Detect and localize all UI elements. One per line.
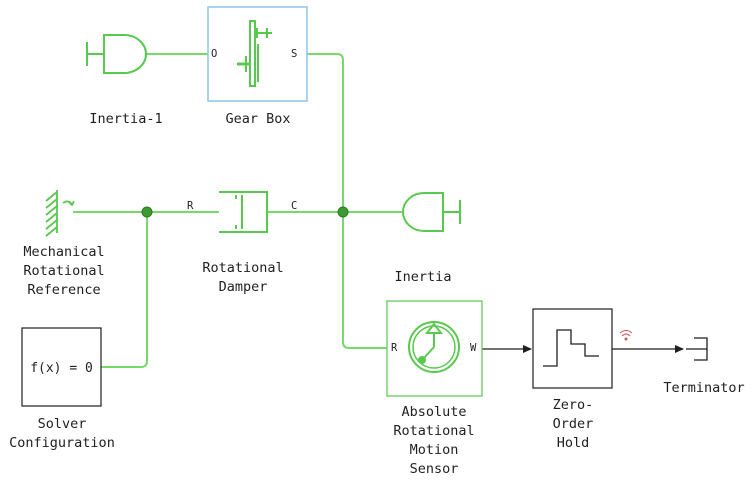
damper-port-c: C <box>291 200 298 212</box>
solver-frame <box>21 327 102 407</box>
mechanical-reference-block[interactable] <box>45 190 75 237</box>
junction-node-left <box>141 206 153 218</box>
sensor-label: Absolute Rotational Motion Sensor <box>393 404 475 477</box>
zoh-frame <box>532 308 613 389</box>
sensor-port-w: W <box>470 342 477 354</box>
sensor-frame <box>386 300 483 397</box>
damper-block[interactable] <box>219 191 268 233</box>
solver-configuration-block[interactable]: f(x) = 0 <box>21 327 102 407</box>
solver-label: Solver Configuration <box>9 416 115 451</box>
motion-sensor-icon <box>408 321 460 373</box>
sample-time-icon <box>619 330 633 341</box>
inertia-icon <box>402 192 461 232</box>
ground-reference-icon <box>45 190 75 237</box>
inertia1-label: Inertia-1 <box>89 111 163 127</box>
connection-solver-node[interactable] <box>101 212 148 368</box>
inertia-block[interactable] <box>402 192 461 232</box>
zero-order-hold-block[interactable] <box>532 308 633 389</box>
damper-label: Rotational Damper <box>202 260 284 295</box>
terminator-icon <box>686 337 708 361</box>
damper-icon <box>219 191 268 233</box>
solver-equation: f(x) = 0 <box>30 361 93 376</box>
damper-port-r: R <box>187 200 194 212</box>
gearbox-port-o: O <box>211 48 218 60</box>
gearbox-block[interactable] <box>207 6 308 102</box>
inertia-icon <box>86 34 147 74</box>
zoh-label: Zero- Order Hold <box>552 397 594 451</box>
connection-node-sensor[interactable] <box>342 212 387 349</box>
mechanical-reference-label: Mechanical Rotational Reference <box>23 244 105 298</box>
sensor-port-r: R <box>391 342 398 354</box>
inertia1-block[interactable] <box>86 34 147 74</box>
motion-sensor-block[interactable] <box>386 300 483 397</box>
gearbox-icon <box>237 20 272 87</box>
connection-gearbox-node[interactable] <box>307 53 344 212</box>
terminator-label: Terminator <box>663 380 745 396</box>
inertia-label: Inertia <box>394 269 452 285</box>
gearbox-port-s: S <box>291 48 298 60</box>
junction-node-right <box>337 206 349 218</box>
terminator-block[interactable] <box>686 337 708 361</box>
staircase-icon <box>543 329 599 367</box>
gearbox-label: Gear Box <box>225 111 291 127</box>
